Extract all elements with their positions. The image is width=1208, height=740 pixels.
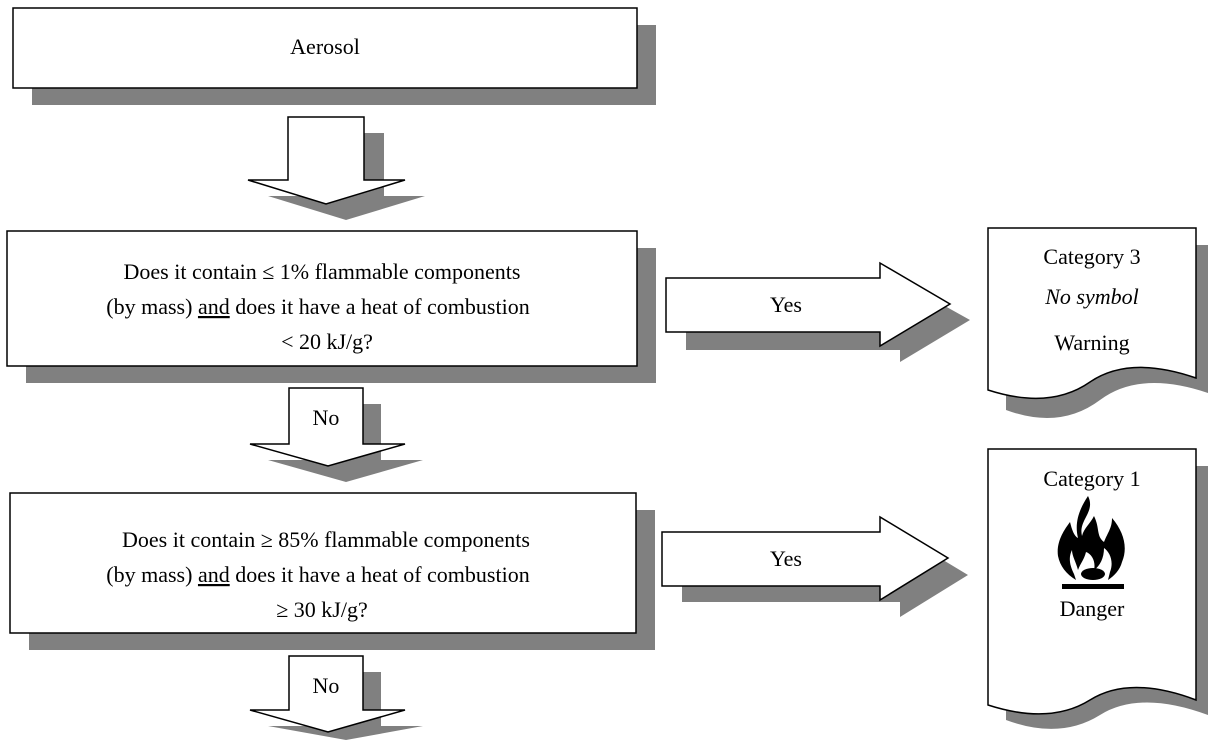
start-box: Aerosol xyxy=(12,7,656,105)
question-2-line-3: ≥ 30 kJ/g? xyxy=(276,597,368,622)
down-arrow-1 xyxy=(247,116,425,220)
result-1-symbol: No symbol xyxy=(1044,284,1139,309)
question-1-line-2: (by mass) and does it have a heat of com… xyxy=(106,294,529,319)
yes-arrow-1: Yes xyxy=(665,261,970,362)
result-2-document: Category 1 Danger xyxy=(987,448,1208,729)
no-label-2: No xyxy=(313,673,340,698)
question-2-and-emphasis: and xyxy=(198,562,230,587)
question-2-line-2: (by mass) and does it have a heat of com… xyxy=(106,562,529,587)
yes-arrow-2: Yes xyxy=(661,515,968,617)
result-1-category: Category 3 xyxy=(1043,244,1140,269)
result-1-signal-word: Warning xyxy=(1054,330,1129,355)
result-1-document: Category 3 No symbol Warning xyxy=(987,227,1208,418)
start-label: Aerosol xyxy=(290,34,360,59)
result-2-category: Category 1 xyxy=(1043,466,1140,491)
question-1-line-1: Does it contain ≤ 1% flammable component… xyxy=(124,259,521,284)
no-arrow-1: No xyxy=(249,387,423,482)
flame-icon xyxy=(1057,496,1125,589)
question-2-box: Does it contain ≥ 85% flammable componen… xyxy=(9,492,655,650)
question-1-box: Does it contain ≤ 1% flammable component… xyxy=(6,230,656,383)
yes-label-2: Yes xyxy=(770,546,802,571)
question-1-line-3: < 20 kJ/g? xyxy=(281,329,373,354)
result-2-signal-word: Danger xyxy=(1060,596,1125,621)
yes-label-1: Yes xyxy=(770,292,802,317)
no-label-1: No xyxy=(313,405,340,430)
no-arrow-2: No xyxy=(249,655,423,740)
question-2-line-1: Does it contain ≥ 85% flammable componen… xyxy=(122,527,530,552)
question-1-and-emphasis: and xyxy=(198,294,230,319)
